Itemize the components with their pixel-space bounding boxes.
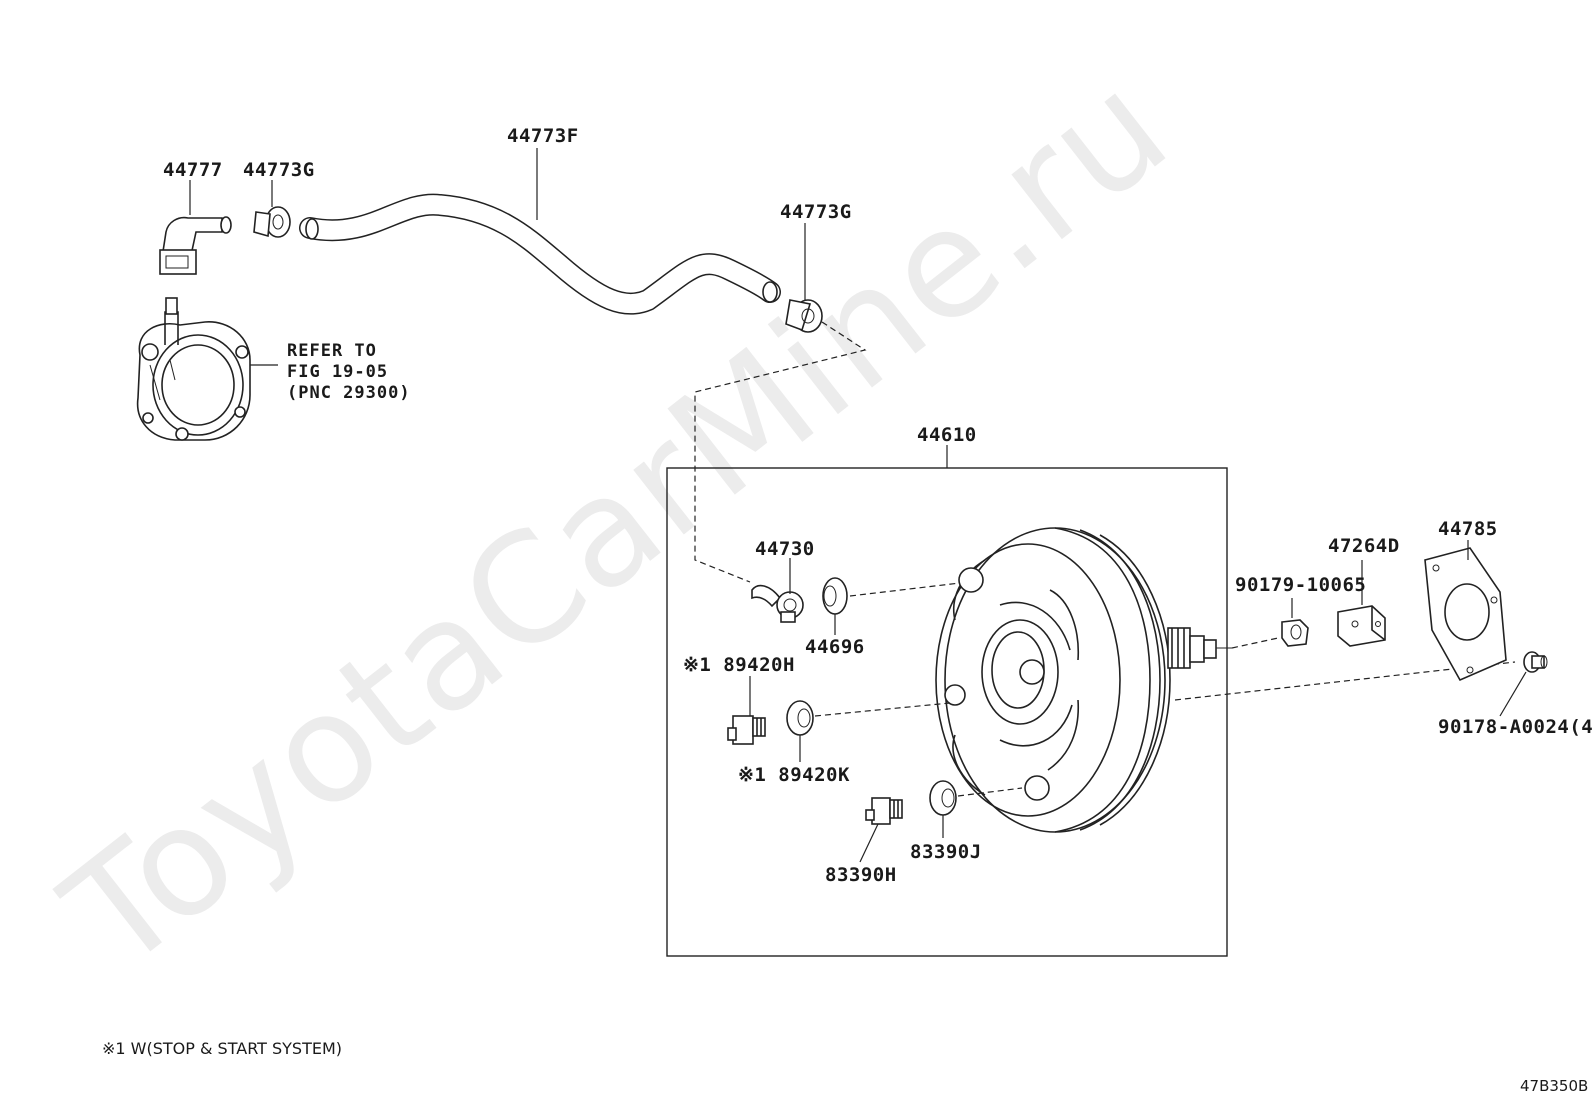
brake-booster-icon — [935, 527, 1232, 833]
callout-83390j: 83390J — [910, 841, 982, 863]
hose-clamp-icon — [785, 299, 823, 333]
pressure-sensor-icon — [727, 715, 766, 745]
callout-44610: 44610 — [917, 424, 977, 446]
callout-47264d: 47264D — [1328, 535, 1400, 557]
callout-90178-a0024: 90178-A0024(4) — [1438, 716, 1592, 738]
vacuum-pump-icon — [136, 297, 251, 441]
callout-44773f: 44773F — [507, 125, 579, 147]
gasket-icon — [1424, 547, 1507, 682]
hose-clamp-icon — [253, 206, 291, 238]
pressure-sensor-icon — [865, 797, 903, 825]
nut-icon — [1281, 619, 1309, 647]
callout-90179-10065: 90179-10065 — [1235, 574, 1366, 596]
check-valve-icon — [159, 216, 232, 275]
callout-44730: 44730 — [755, 538, 815, 560]
grommet-icon — [929, 780, 957, 816]
callout-44773g-clamp-a: 44773G — [243, 159, 315, 181]
callout-83390h: 83390H — [825, 864, 897, 886]
flange-nut-icon — [1523, 651, 1548, 673]
clevis-icon — [1337, 605, 1386, 647]
callout-44696: 44696 — [805, 636, 865, 658]
footnote: ※1 W(STOP & START SYSTEM) — [102, 1039, 342, 1058]
reference-line-2: FIG 19-05 — [287, 362, 388, 382]
vacuum-hose-icon — [299, 193, 781, 315]
reference-line-3: (PNC 29300) — [287, 383, 411, 403]
callout-44773g-clamp-b: 44773G — [780, 201, 852, 223]
grommet-icon — [786, 700, 814, 736]
grommet-icon — [822, 577, 848, 615]
vacuum-union-icon — [751, 584, 804, 623]
figure-code: 47B350B — [1520, 1077, 1588, 1095]
callout-89420k: ※1 89420K — [738, 764, 850, 786]
reference-line-1: REFER TO — [287, 341, 377, 361]
callout-44777: 44777 — [163, 159, 223, 181]
callout-44785: 44785 — [1438, 518, 1498, 540]
watermark: ToyotaCarMine.ru — [34, 40, 1200, 1004]
callout-89420h: ※1 89420H — [683, 654, 795, 676]
